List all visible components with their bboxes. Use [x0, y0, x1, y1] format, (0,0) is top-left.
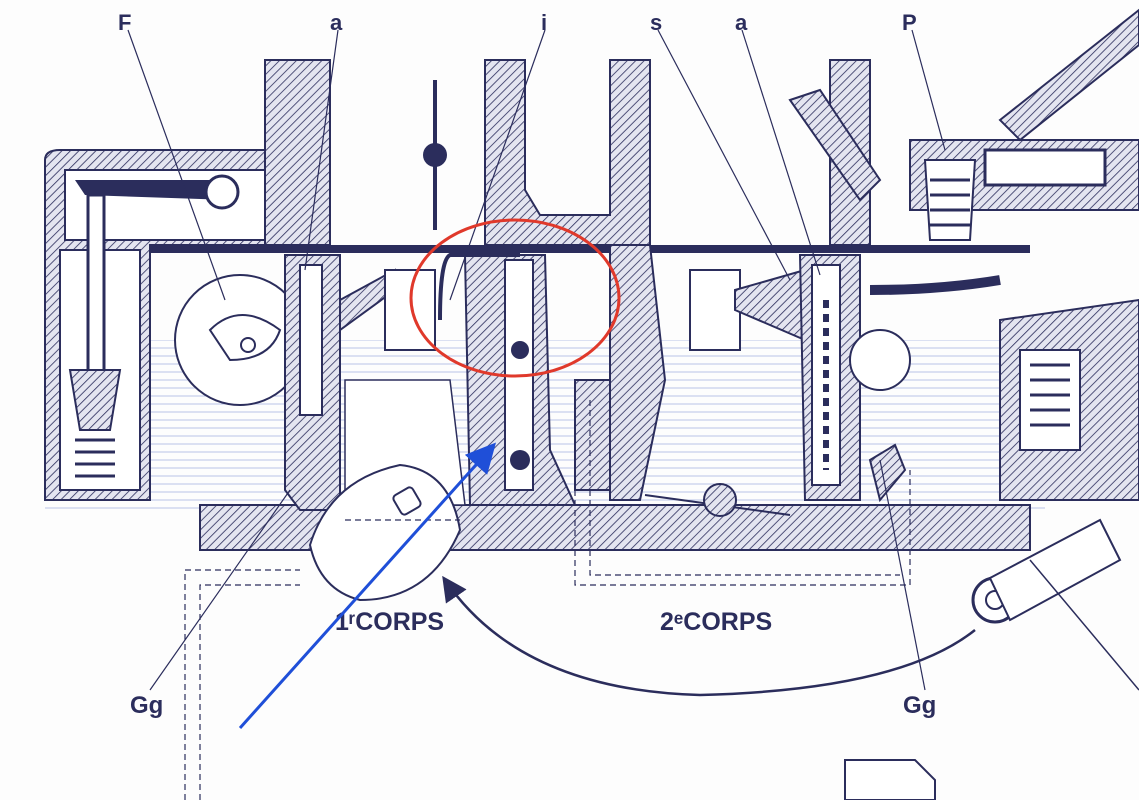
label-s: s: [650, 10, 662, 35]
label-a-left: a: [330, 10, 343, 35]
first-barrel: [264, 59, 651, 511]
float-chamber: [44, 149, 306, 501]
label-Gg-right: Gg: [903, 692, 936, 719]
pointer-arrow: [238, 442, 497, 730]
label-Gg-left: Gg: [130, 692, 163, 719]
label-a-right: a: [735, 10, 748, 35]
power-valve-assembly: [844, 8, 1139, 800]
label-i: i: [541, 10, 547, 35]
leader-lines: [127, 29, 946, 691]
label-P: P: [902, 10, 917, 35]
vacuum-passages: [184, 390, 911, 800]
label-second-corps: 2ᵉCORPS: [660, 608, 772, 636]
highlight-circle: [409, 218, 621, 378]
second-barrel: [609, 59, 1001, 517]
gasket-line: [150, 245, 1030, 253]
throttle-cam: [308, 463, 462, 602]
label-F: F: [118, 10, 131, 35]
label-first-corps: 1ʳCORPS: [335, 608, 444, 636]
linkage-arrow: [442, 575, 976, 697]
